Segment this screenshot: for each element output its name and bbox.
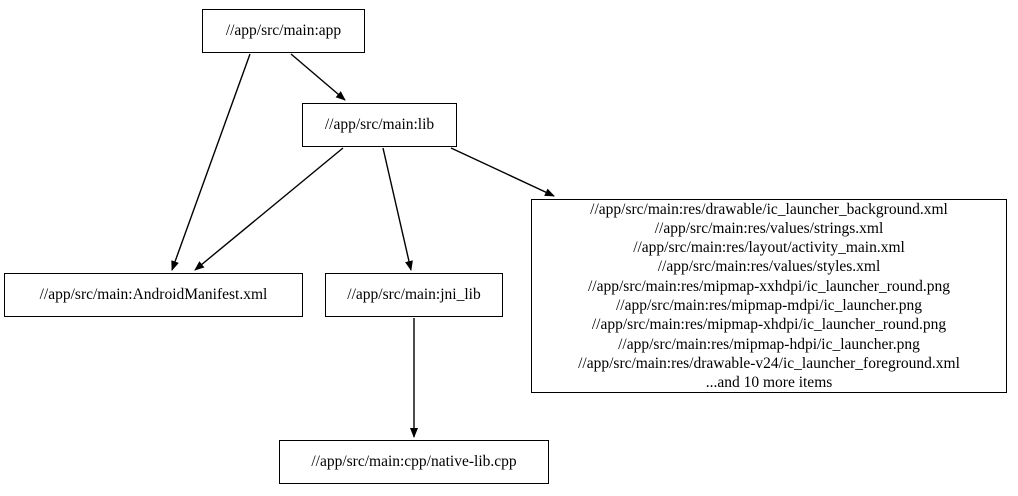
graph-node-jni-lib[interactable]: //app/src/main:jni_lib <box>325 273 503 317</box>
graph-node-resources-line: //app/src/main:res/mipmap-hdpi/ic_launch… <box>618 335 920 353</box>
graph-node-resources-line: //app/src/main:res/values/styles.xml <box>657 258 881 276</box>
graph-node-app-label: //app/src/main:app <box>225 22 342 40</box>
graph-node-resources-line: //app/src/main:res/mipmap-mdpi/ic_launch… <box>615 297 923 314</box>
graph-node-resources-line: //app/src/main:res/mipmap-xxhdpi/ic_laun… <box>587 277 950 295</box>
graph-node-resources-line: //app/src/main:res/mipmap-xhdpi/ic_launc… <box>591 316 947 334</box>
graph-node-resources-label: //app/src/main:res/drawable/ic_launcher_… <box>578 200 960 393</box>
graph-node-resources-line: ...and 10 more items <box>705 374 833 392</box>
graph-node-resources-line: //app/src/main:res/layout/activity_main.… <box>633 239 905 257</box>
graph-edge-lib-to-resources <box>450 147 555 197</box>
graph-node-native-lib-cpp[interactable]: //app/src/main:cpp/native-lib.cpp <box>279 440 549 484</box>
graph-edge-lib-to-jni-lib <box>382 147 413 271</box>
graph-node-android-manifest[interactable]: //app/src/main:AndroidManifest.xml <box>4 273 303 317</box>
graph-edge-lib-to-manifest <box>194 147 344 271</box>
graph-node-resources-line: //app/src/main:res/drawable/ic_launcher_… <box>590 200 948 218</box>
graph-edge-app-to-lib <box>290 53 346 101</box>
graph-node-app[interactable]: //app/src/main:app <box>202 9 365 53</box>
graph-edge-app-to-manifest <box>171 53 251 271</box>
graph-node-resources[interactable]: //app/src/main:res/drawable/ic_launcher_… <box>531 199 1007 393</box>
graph-node-jni-lib-label: //app/src/main:jni_lib <box>347 286 481 304</box>
graph-node-resources-line: //app/src/main:res/values/strings.xml <box>654 219 884 237</box>
graph-node-android-manifest-label: //app/src/main:AndroidManifest.xml <box>39 286 268 304</box>
graph-node-resources-line: //app/src/main:res/drawable-v24/ic_launc… <box>578 354 960 372</box>
graph-node-lib[interactable]: //app/src/main:lib <box>302 103 457 147</box>
graph-node-native-lib-cpp-label: //app/src/main:cpp/native-lib.cpp <box>311 453 517 471</box>
graph-node-lib-label: //app/src/main:lib <box>324 116 435 134</box>
